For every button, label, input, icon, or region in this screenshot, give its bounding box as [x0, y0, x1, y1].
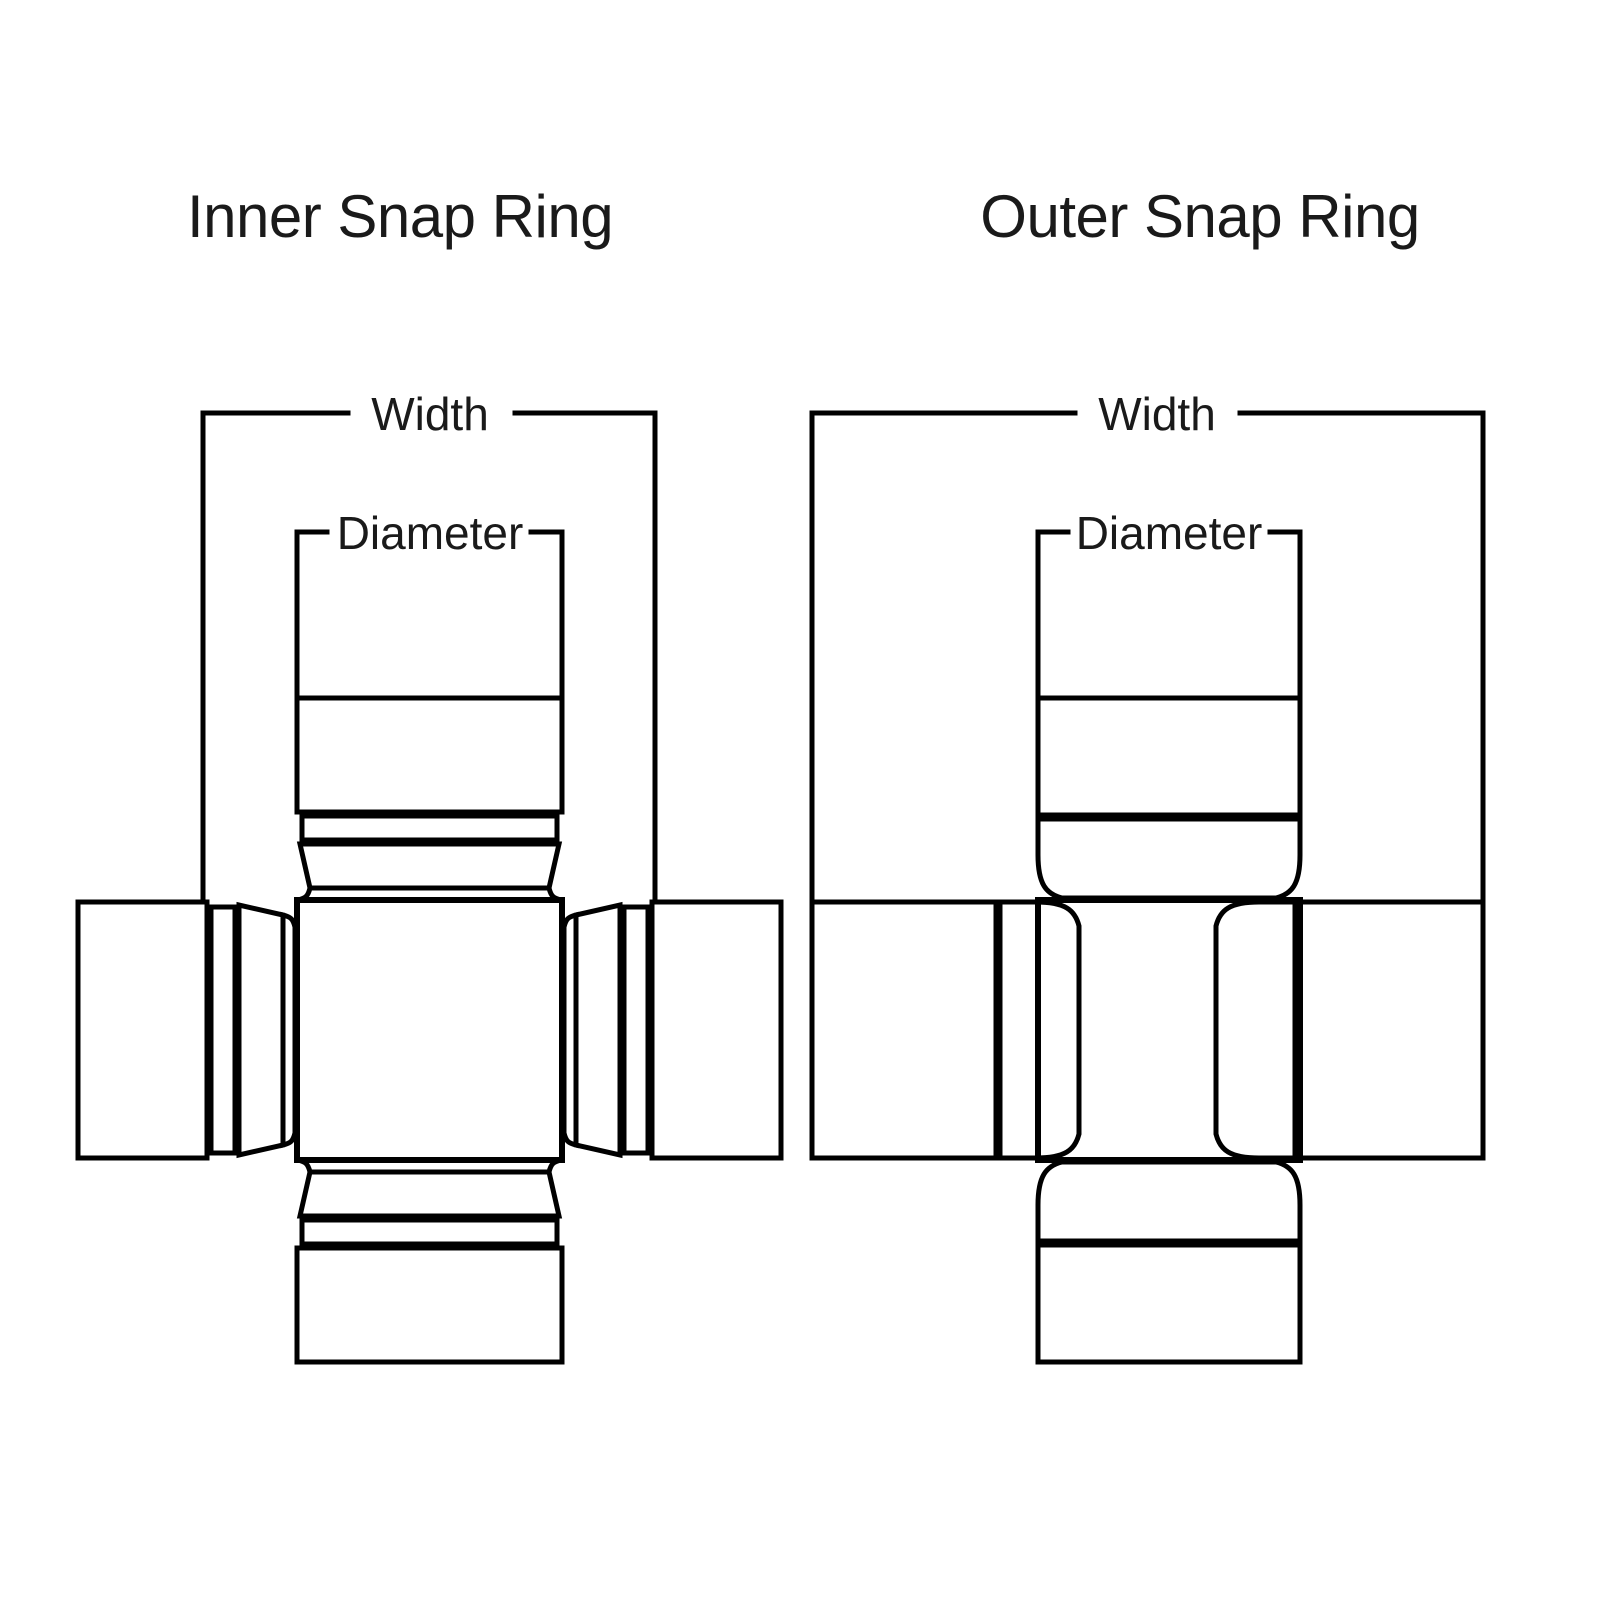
right-bearing-cap-body — [1213, 899, 1298, 1161]
top-bearing-cap — [294, 695, 565, 815]
bottom-snap-ring-band — [299, 1217, 560, 1247]
left-bearing-cap — [75, 899, 210, 1161]
top-taper-section — [296, 841, 563, 891]
diameter-dimension-outer — [1035, 529, 1303, 701]
diameter-dimension-inner — [294, 529, 565, 701]
width-dimension-inner — [200, 410, 658, 903]
top-snap-ring-band — [299, 813, 560, 843]
bottom-bearing-cap — [294, 1245, 565, 1365]
panel-title-inner: Inner Snap Ring — [186, 183, 614, 250]
left-taper-section — [236, 901, 286, 1159]
top-bearing-cap-body — [1035, 816, 1303, 901]
center-cross-hub — [294, 897, 565, 1163]
panel-inner-snap-ring: Inner Snap Ring — [75, 183, 784, 1365]
bottom-bearing-cap-body — [1035, 1159, 1303, 1244]
right-taper-section — [573, 901, 623, 1159]
width-label-inner: Width — [371, 388, 489, 440]
outer-snap-ring-drawing: Width Diameter — [809, 388, 1486, 1365]
center-cross-hub — [1035, 897, 1303, 1163]
right-shoulder-flare — [561, 911, 579, 1149]
top-bearing-cap-edge — [1035, 695, 1303, 818]
right-bearing-cap-edge — [1296, 899, 1486, 1161]
right-bearing-cap — [649, 899, 784, 1161]
bottom-taper-section — [296, 1169, 563, 1219]
left-bearing-cap-edge — [809, 899, 999, 1161]
width-dimension-outer — [809, 410, 1486, 903]
panel-title-outer: Outer Snap Ring — [980, 183, 1420, 250]
inner-snap-ring-drawing: Width Diameter — [75, 388, 784, 1365]
left-shoulder-flare — [280, 911, 298, 1149]
width-label-outer: Width — [1098, 388, 1216, 440]
bottom-bearing-cap-edge — [1035, 1242, 1303, 1365]
right-snap-ring-band — [621, 904, 651, 1156]
panel-outer-snap-ring: Outer Snap Ring — [800, 0, 1600, 1600]
diameter-label-inner: Diameter — [337, 507, 524, 559]
diameter-label-outer: Diameter — [1076, 507, 1263, 559]
left-snap-ring-band — [208, 904, 238, 1156]
